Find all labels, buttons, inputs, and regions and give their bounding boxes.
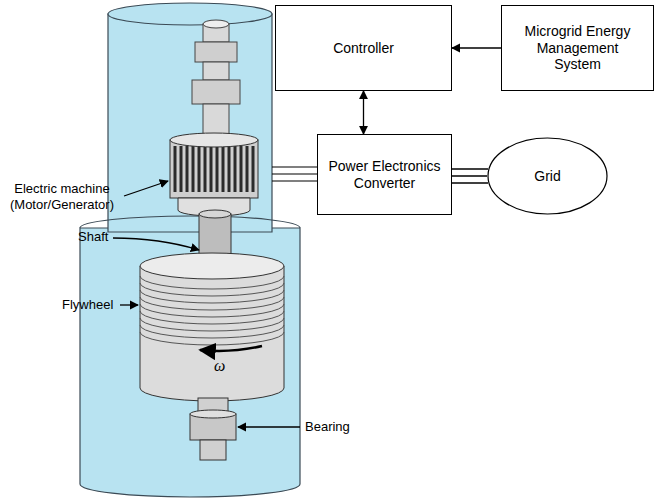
speed-symbol: ω (214, 356, 225, 376)
lower-housing (80, 228, 300, 497)
connector-line (452, 175, 487, 176)
shaft-top (199, 210, 231, 218)
bearing-stub (200, 440, 226, 460)
node-text: Controller (333, 40, 394, 57)
leader-arrow (124, 181, 168, 196)
machine-cap-top (203, 20, 229, 28)
node-text: Grid (534, 168, 560, 185)
management-system-box: Microgrid Energy Management System (501, 5, 654, 91)
part-label: Bearing (305, 419, 350, 435)
part-label: Electric machine (Motor/Generator) (2, 181, 122, 214)
rotation-arrow (200, 346, 262, 351)
connector-line (363, 91, 364, 134)
leader-arrow (120, 304, 138, 305)
machine-neck (203, 62, 229, 80)
grid-ellipse-outline (488, 138, 607, 214)
leader-arrow (238, 426, 300, 427)
converter-box: Power Electronics Converter (317, 134, 452, 215)
electric-machine (170, 140, 258, 198)
lower-housing-rim (80, 216, 300, 228)
machine-top (170, 133, 258, 147)
connector (452, 48, 501, 49)
machine-collar (192, 80, 240, 104)
flywheel (140, 266, 284, 401)
connector (452, 169, 488, 183)
machine-ribs (175, 146, 253, 192)
upper-housing (108, 14, 272, 232)
machine-collar (195, 42, 237, 62)
grid-circle: Grid (487, 137, 608, 215)
upper-housing-top (108, 3, 272, 25)
node-text: Microgrid Energy Management System (516, 23, 639, 73)
connector (363, 91, 364, 134)
connector-line (452, 168, 488, 169)
part-label: Shaft (78, 229, 108, 245)
controller-box: Controller (275, 5, 452, 91)
flywheel-top (140, 253, 284, 279)
part-label: Flywheel (62, 297, 113, 313)
connector-line (452, 47, 501, 48)
leader-arrow (113, 238, 199, 250)
flywheel-grooves (140, 276, 284, 345)
node-text: Power Electronics Converter (324, 158, 445, 192)
machine-wires (272, 167, 317, 181)
bearing-top (190, 410, 236, 418)
connector-line (452, 182, 488, 183)
